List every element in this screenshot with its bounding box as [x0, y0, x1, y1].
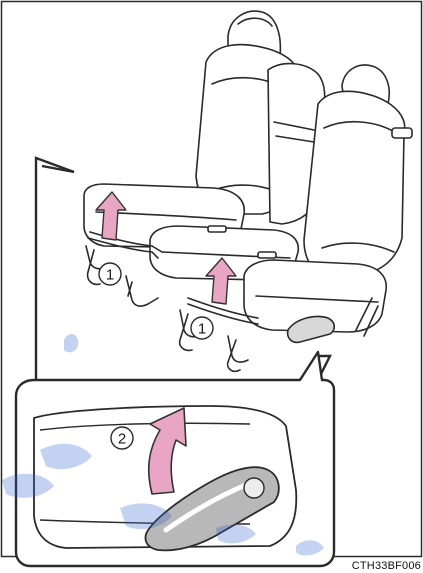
callout-1-label: 1	[198, 321, 206, 338]
seatbelt-buckle-right	[392, 128, 412, 138]
callout-1-label: 1	[106, 267, 114, 284]
callout-1-upper: 1	[99, 263, 121, 285]
figure-code: CTH33BF006	[352, 560, 421, 572]
seatback-right	[304, 91, 405, 276]
rear-seat-illustration	[84, 11, 412, 371]
callout-1-lower: 1	[191, 317, 213, 339]
callout-2-label: 2	[118, 431, 126, 448]
